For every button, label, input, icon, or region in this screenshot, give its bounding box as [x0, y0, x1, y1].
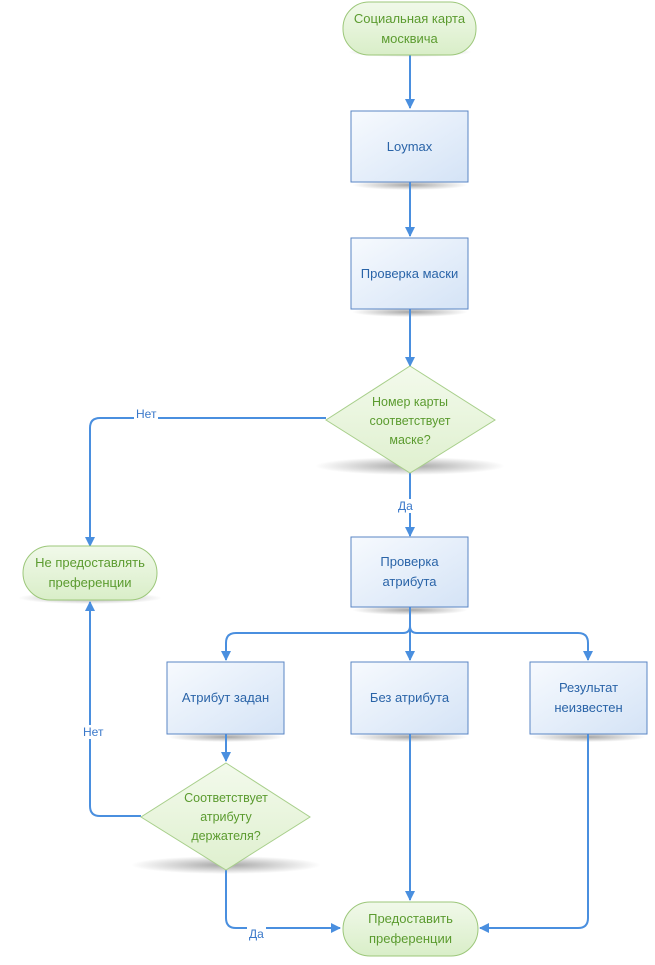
node-start	[342, 1, 477, 56]
edge-holder-no	[85, 601, 141, 817]
node-loymax	[350, 110, 469, 183]
label-attr-set: Атрибут задан	[181, 690, 270, 705]
edges	[85, 55, 593, 933]
edge-to-attr-set	[221, 625, 411, 661]
label-no-attr: Без атрибута	[369, 690, 450, 705]
label-attr-check: Проверка атрибута	[380, 554, 439, 589]
edge-label-mask-no: Нет	[134, 407, 159, 421]
node-no-attr	[350, 661, 469, 735]
label-give-prefs: Предоставить преференции	[368, 911, 453, 946]
node-holder-decision	[140, 762, 311, 871]
node-result-unknown	[529, 661, 648, 735]
node-card-mask-decision	[325, 365, 496, 474]
label-loymax: Loymax	[386, 138, 433, 154]
edge-label-holder-yes: Да	[247, 927, 266, 941]
edge-to-result-unknown	[409, 625, 593, 661]
node-no-prefs	[22, 545, 158, 601]
edge-decision-no	[85, 417, 326, 547]
node-attr-check	[350, 536, 469, 608]
label-result-unknown: Результат неизвестен	[554, 680, 623, 715]
edge-holder-yes	[225, 870, 341, 933]
node-mask-check	[350, 237, 469, 310]
label-mask-check: Проверка маски	[360, 265, 459, 281]
shadows	[18, 47, 646, 874]
node-give-prefs	[342, 901, 479, 957]
label-start: Социальная карта москвича	[353, 10, 466, 46]
edge-unknown-give	[479, 734, 589, 933]
edge-label-holder-no: Нет	[81, 725, 106, 739]
label-holder-decision: Соответствует атрибуту держателя?	[184, 790, 268, 843]
edge-label-mask-yes: Да	[396, 499, 415, 513]
label-card-mask-decision: Номер карты соответствует маске?	[369, 394, 451, 447]
node-attr-set	[166, 661, 285, 735]
label-no-prefs: Не предоставлять преференции	[35, 555, 145, 590]
